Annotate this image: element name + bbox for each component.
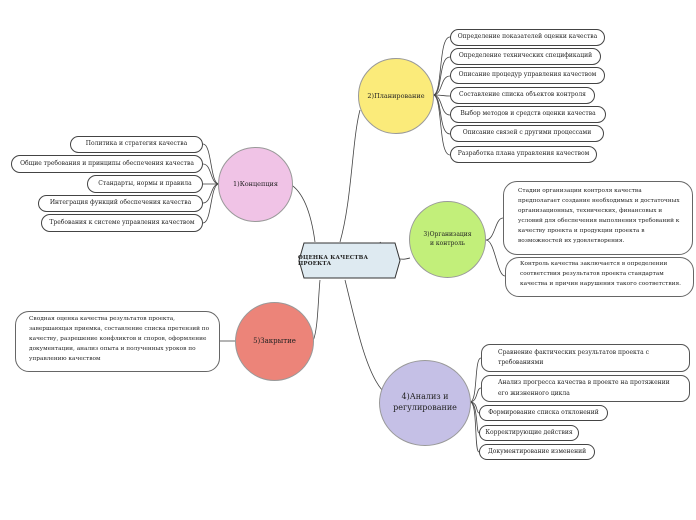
leaf-analysis-4[interactable]: Корректирующие действия <box>479 425 579 441</box>
leaf-label: Определение показателей оценки качества <box>457 33 598 41</box>
leaf-label: Выбор методов и средств оценки качества <box>460 110 596 118</box>
leaf-org-2[interactable]: Контроль качества заключается в определе… <box>505 257 694 297</box>
leaf-concept-2[interactable]: Общие требования и принципы обеспечения … <box>11 155 203 173</box>
leaf-analysis-1[interactable]: Сравнение фактических результатов проект… <box>481 344 690 372</box>
leaf-concept-4[interactable]: Интеграция функций обеспечения качества <box>38 195 203 212</box>
topic-closure[interactable]: 5)Закрытие <box>235 302 314 381</box>
connector-center-planning <box>339 109 361 243</box>
leaf-closure-1[interactable]: Сводная оценка качества результатов прое… <box>15 311 220 372</box>
central-topic-shape <box>298 242 401 279</box>
leaf-label: Контроль качества заключается в определе… <box>520 261 681 287</box>
leaf-planning-6[interactable]: Описание связей с другими процессами <box>450 125 604 142</box>
topic-org[interactable]: 3)Организация и контроль <box>409 201 486 278</box>
leaf-org-1[interactable]: Стадии организации контроля качества пре… <box>503 181 693 255</box>
connector-center-closure <box>312 279 321 342</box>
leaf-analysis-2[interactable]: Анализ прогресса качества в проекте на п… <box>481 375 690 402</box>
leaf-label: Разработка плана управления качеством <box>457 150 590 158</box>
leaf-concept-1[interactable]: Политика и стратегия качества <box>70 136 203 153</box>
leaf-planning-7[interactable]: Разработка плана управления качеством <box>450 146 597 163</box>
leaf-analysis-5[interactable]: Документирование изменений <box>479 444 595 460</box>
connector-center-concept <box>289 183 316 243</box>
topic-concept[interactable]: 1)Концепция <box>218 147 293 222</box>
topic-planning[interactable]: 2)Планирование <box>358 58 434 134</box>
leaf-label: Формирование списка отклонений <box>488 408 599 416</box>
leaf-label: Общие требования и принципы обеспечения … <box>20 159 194 167</box>
topic-concept-label: 1)Концепция <box>233 180 278 189</box>
connector-center-analysis <box>344 279 383 391</box>
leaf-label: Описание процедур управления качеством <box>458 71 597 79</box>
leaf-label: Стадии организации контроля качества пре… <box>518 188 680 244</box>
leaf-label: Описание связей с другими процессами <box>462 129 592 137</box>
leaf-label: Стандарты, нормы и правила <box>98 179 192 187</box>
leaf-label: Интеграция функций обеспечения качества <box>49 199 192 207</box>
leaf-planning-3[interactable]: Описание процедур управления качеством <box>450 67 605 84</box>
topic-analysis-label: 4)Анализ и регулирование <box>393 392 457 412</box>
leaf-analysis-3[interactable]: Формирование списка отклонений <box>479 405 608 421</box>
topic-org-label: 3)Организация и контроль <box>423 231 472 247</box>
topic-planning-label: 2)Планирование <box>367 91 425 100</box>
leaf-planning-5[interactable]: Выбор методов и средств оценки качества <box>450 106 606 123</box>
leaf-label: Анализ прогресса качества в проекте на п… <box>498 379 670 397</box>
leaf-planning-2[interactable]: Определение технических спецификаций <box>450 48 601 65</box>
leaf-concept-3[interactable]: Стандарты, нормы и правила <box>87 175 203 193</box>
topic-analysis[interactable]: 4)Анализ и регулирование <box>379 360 471 446</box>
topic-closure-label: 5)Закрытие <box>253 336 296 345</box>
leaf-planning-1[interactable]: Определение показателей оценки качества <box>450 29 605 46</box>
leaf-label: Требования к системе управления качество… <box>49 218 195 226</box>
central-topic-label: ОЦЕНКА КАЧЕСТВА ПРОЕКТА <box>298 254 369 267</box>
leaf-label: Политика и стратегия качества <box>85 140 188 148</box>
leaf-planning-4[interactable]: Составление списка объектов контроля <box>450 87 595 104</box>
leaf-label: Документирование изменений <box>487 447 587 455</box>
leaf-label: Сводная оценка качества результатов прое… <box>29 316 210 362</box>
leaf-label: Определение технических спецификаций <box>458 52 593 60</box>
leaf-label: Сравнение фактических результатов проект… <box>498 348 649 367</box>
central-topic[interactable]: ОЦЕНКА КАЧЕСТВА ПРОЕКТА <box>298 242 401 279</box>
leaf-label: Составление списка объектов контроля <box>459 91 586 99</box>
leaf-label: Корректирующие действия <box>485 428 573 436</box>
leaf-concept-5[interactable]: Требования к системе управления качество… <box>41 214 203 232</box>
